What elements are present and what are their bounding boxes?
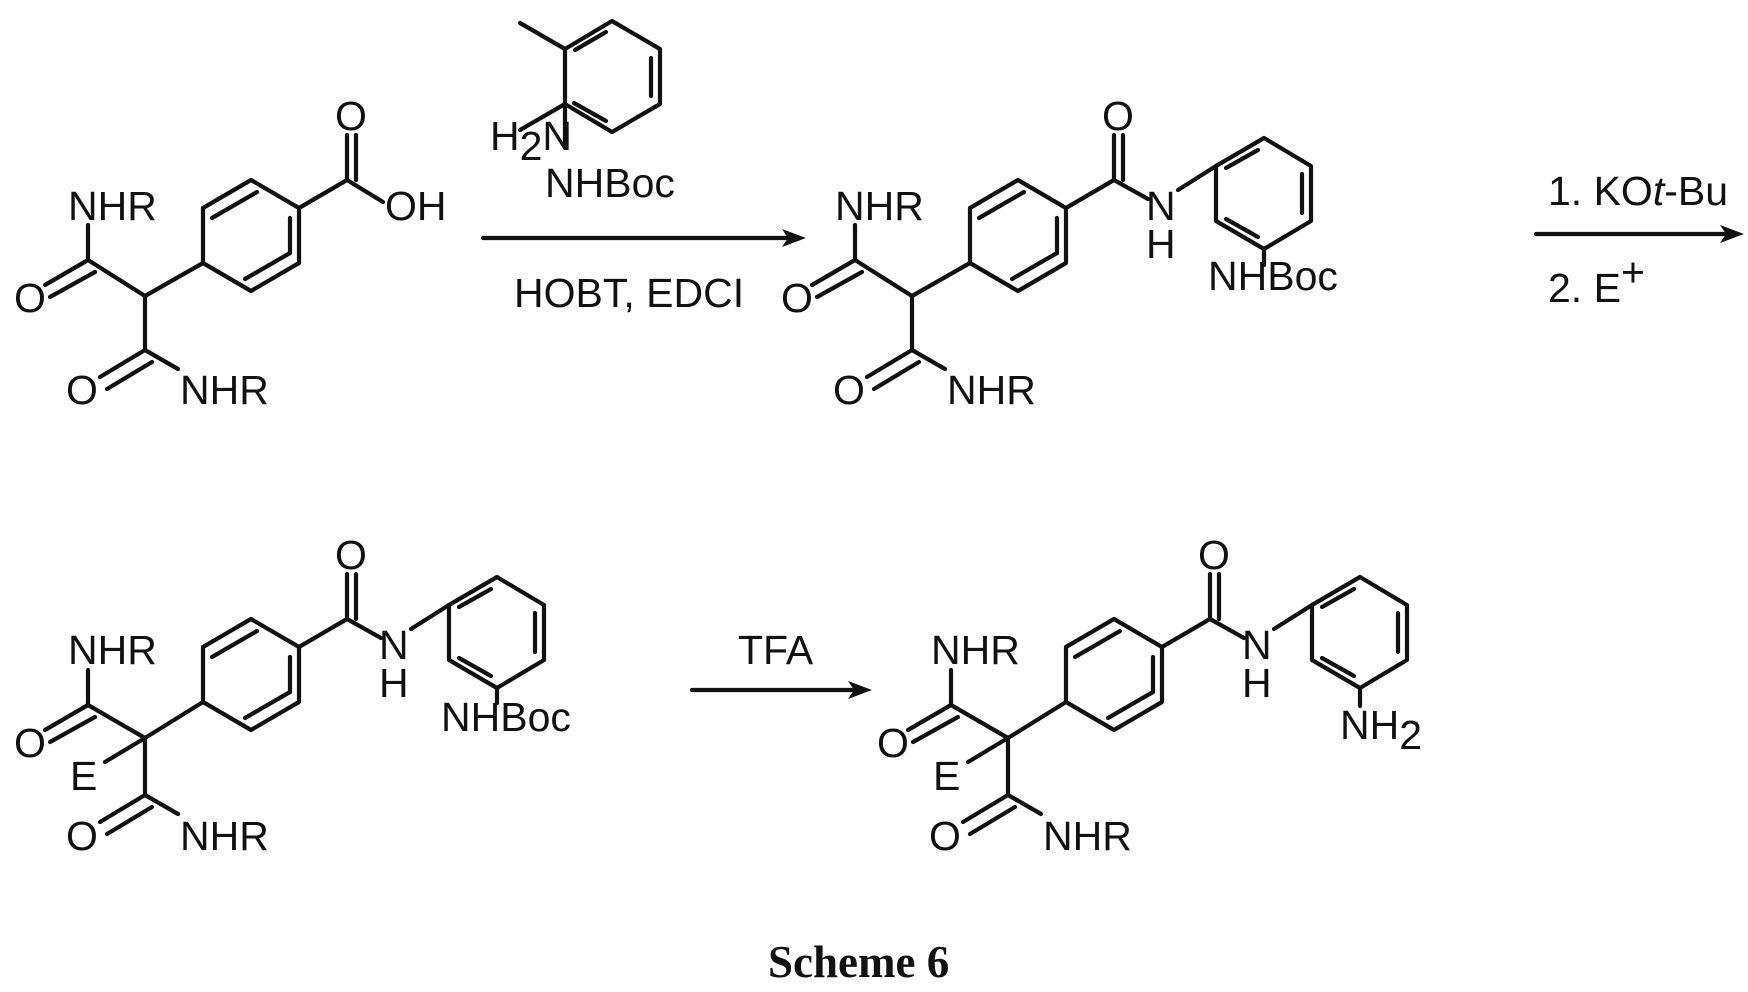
- atom-o-carbonyl: O: [335, 93, 367, 139]
- atom-o-left: O: [877, 720, 909, 766]
- atom-nhr-bottom: NHR: [947, 367, 1036, 413]
- atom-nhr-top: NHR: [931, 627, 1020, 673]
- atom-h-amide: H: [1146, 221, 1176, 267]
- atom-nhr-bottom: NHR: [1043, 813, 1132, 859]
- atom-o-left: O: [781, 275, 813, 321]
- atom-o-bottom: O: [66, 367, 98, 413]
- atom-nhr-top: NHR: [68, 183, 157, 229]
- scheme-caption: Scheme 6: [768, 937, 949, 987]
- atom-nhr-top: NHR: [68, 627, 157, 673]
- reaction-arrow-2: 1. KOt-Bu 2. E+: [1536, 168, 1744, 311]
- atom-nhr-bottom: NHR: [180, 367, 269, 413]
- atom-o-bottom: O: [66, 813, 98, 859]
- atom-nhr-top: NHR: [835, 183, 924, 229]
- atom-o-left: O: [14, 720, 46, 766]
- atom-h-amide: H: [1242, 660, 1272, 706]
- compound-1-acid: O OH NHR O O NHR: [14, 93, 447, 413]
- atom-nh2: NH2: [1340, 702, 1422, 758]
- arrow-2-step-1: 1. KOt-Bu: [1548, 168, 1728, 214]
- arrow-3-reagent: TFA: [738, 627, 814, 673]
- atom-h-amide: H: [379, 660, 409, 706]
- atom-nhboc: NHBoc: [441, 694, 571, 740]
- atom-e: E: [933, 753, 960, 799]
- compound-3-alkylated: O N H NHBoc NHR O E O NHR: [14, 532, 571, 859]
- atom-o-carbonyl: O: [335, 532, 367, 578]
- atom-oh: OH: [385, 183, 447, 229]
- compound-2-boc-amide: O N H NHBoc NHR O O NHR: [781, 93, 1338, 413]
- compound-1-ring: [203, 180, 299, 291]
- atom-o-bottom: O: [929, 813, 961, 859]
- atom-nhboc: NHBoc: [545, 160, 675, 206]
- reaction-arrow-1: HOBT, EDCI: [483, 229, 806, 316]
- reagent-boc-diamine: H2N NHBoc: [490, 21, 675, 206]
- atom-nhr-bottom: NHR: [180, 813, 269, 859]
- atom-nhboc: NHBoc: [1208, 253, 1338, 299]
- compound-4-product: O N H NH2 NHR O E O NHR: [877, 532, 1422, 859]
- atom-o-carbonyl: O: [1198, 532, 1230, 578]
- atom-o-carbonyl: O: [1102, 93, 1134, 139]
- arrow-1-reagent-below: HOBT, EDCI: [514, 270, 744, 316]
- arrow-2-step-2: 2. E+: [1548, 249, 1645, 311]
- atom-e: E: [70, 753, 97, 799]
- reaction-arrow-3: TFA: [692, 627, 872, 699]
- atom-o-left: O: [14, 275, 46, 321]
- atom-o-bottom: O: [833, 367, 865, 413]
